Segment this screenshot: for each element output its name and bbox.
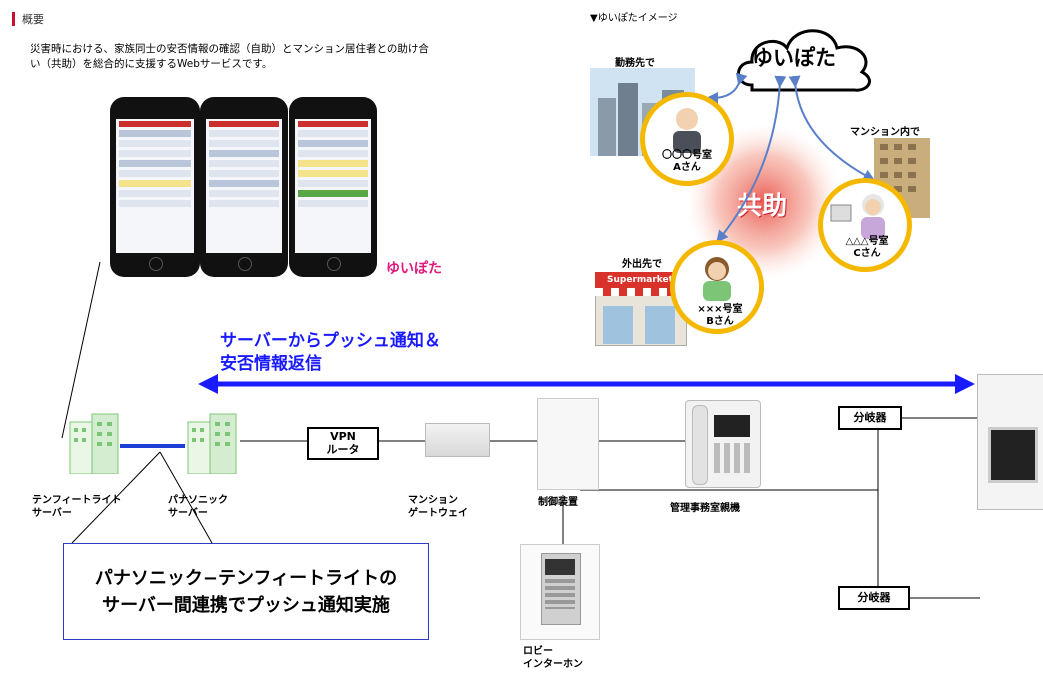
phone-screenshot-1 — [110, 97, 200, 277]
mansion-gateway-device — [425, 423, 490, 457]
vpn-router-box: VPN ルータ — [307, 427, 379, 460]
tenfeet-server-label: テンフィートライト サーバー — [32, 495, 122, 519]
person-c-icon — [830, 194, 885, 239]
person-a-circle — [640, 92, 734, 186]
callout-pointer-right — [159, 451, 213, 544]
place-mansion: マンション内で — [850, 127, 920, 138]
panasonic-server-icon — [187, 413, 237, 474]
office-intercom-label: 管理事務室親機 — [670, 503, 740, 514]
tenfeet-server-icon — [69, 413, 119, 474]
callout-pointer-left — [71, 451, 161, 544]
phone-screenshot-2 — [200, 97, 288, 277]
lobby-intercom-device — [520, 544, 600, 640]
phone-link-line — [61, 261, 101, 439]
cloud-label: ゆいぽた — [752, 46, 836, 70]
server-integration-callout: パナソニック−テンフィートライトの サーバー間連携でプッシュ通知実施 — [63, 543, 429, 640]
person-b-icon — [703, 257, 731, 301]
section-title: 概要 — [22, 13, 44, 26]
person-b-label: ×××号室 Bさん — [697, 304, 743, 327]
mansion-gateway-label: マンション ゲートウェイ — [408, 495, 468, 519]
splitter-top: 分岐器 — [838, 406, 902, 430]
person-b-circle — [670, 240, 764, 334]
push-notice-text: サーバーからプッシュ通知＆ 安否情報返信 — [220, 331, 441, 374]
person-c-circle — [818, 178, 912, 272]
panasonic-server-label: パナソニック サーバー — [168, 495, 228, 519]
office-intercom-device — [685, 400, 761, 488]
place-outside: 外出先で — [622, 259, 662, 270]
arrow-right-head — [955, 374, 975, 394]
control-unit-label: 制御装置 — [538, 497, 578, 508]
section-marker — [12, 12, 15, 26]
image-title: ▼ゆいぽたイメージ — [590, 13, 678, 24]
person-a-icon — [673, 108, 701, 153]
place-work: 勤務先で — [615, 58, 655, 69]
person-c-label: △△△号室 Cさん — [845, 236, 889, 259]
room-monitor-device — [977, 374, 1043, 510]
splitter-bottom: 分岐器 — [838, 586, 910, 610]
app-logo: ゆいぽた — [386, 261, 442, 277]
arrow-left-head — [198, 374, 218, 394]
service-description: 災害時における、家族同士の安否情報の確認（自助）とマンション居住者との助け合い（… — [30, 43, 429, 70]
supermarket-sign: Supermarket — [595, 272, 685, 288]
phone-screenshot-3 — [289, 97, 377, 277]
control-unit-device — [537, 398, 599, 490]
lobby-intercom-label: ロビー インターホン — [523, 646, 583, 670]
person-a-label: 〇〇〇号室 Aさん — [662, 150, 712, 173]
